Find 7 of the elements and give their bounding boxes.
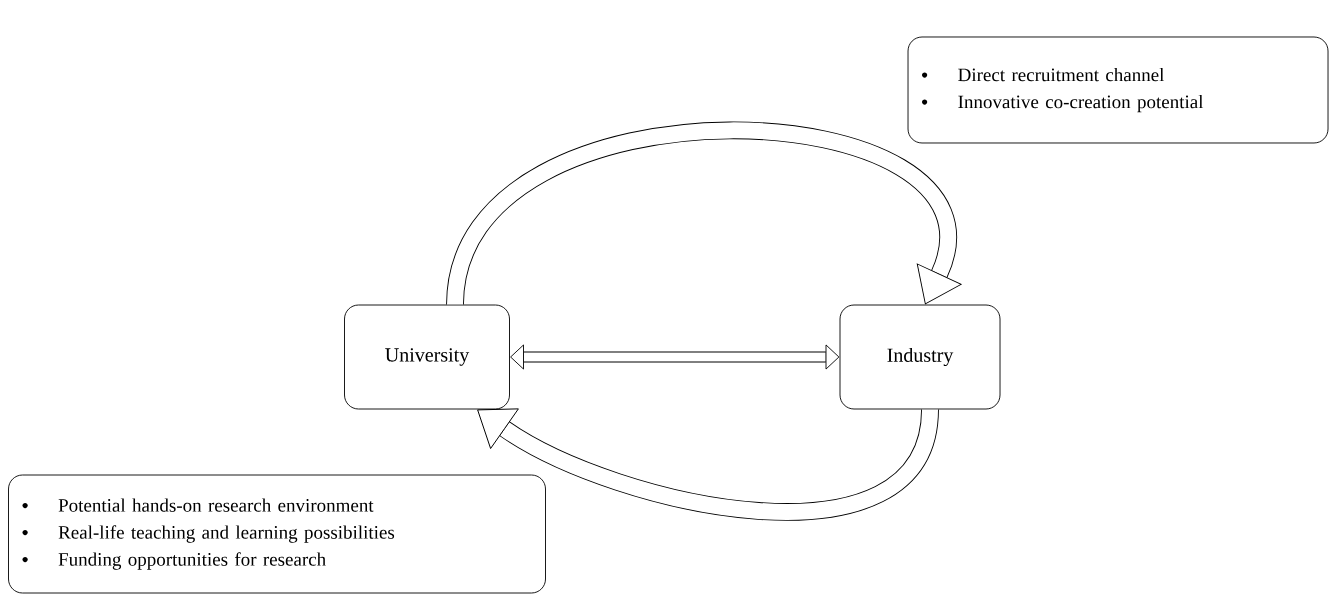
- curved-arrow: [477, 407, 939, 521]
- rounded-box: University: [344, 304, 510, 410]
- rounded-box: Industry: [839, 304, 1001, 410]
- curved-arrow: [446, 121, 962, 307]
- bullet-list-box: Potential hands-on research environment Real-life teaching and learning possibilities Funding opportunities for research: [8, 474, 546, 594]
- bullet-list-box: Direct recruitment channel Innovative co-creation potential: [907, 36, 1329, 144]
- double-arrow: [510, 344, 840, 370]
